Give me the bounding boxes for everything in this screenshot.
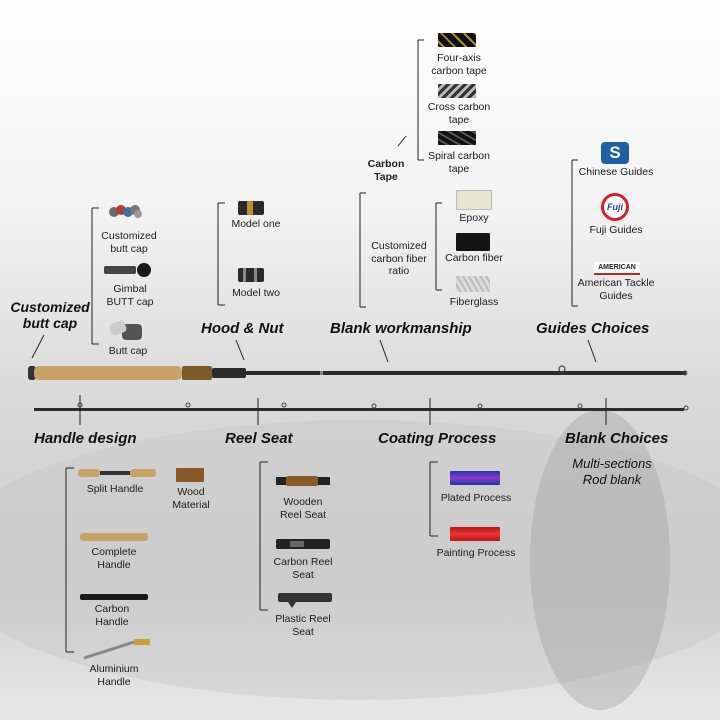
gimbal-butt-cap-icon (104, 262, 154, 278)
option-customized-butt-cap: Customized butt cap (96, 230, 162, 255)
option-spiral-tape: Spiral carbon tape (424, 150, 494, 175)
hood-model-two-icon (238, 266, 264, 284)
section-title-reel-seat: Reel Seat (225, 430, 293, 447)
option-cross-tape: Cross carbon tape (424, 101, 494, 126)
option-butt-cap: Butt cap (100, 345, 156, 358)
option-four-axis-tape: Four-axis carbon tape (424, 52, 494, 77)
option-carbon-fiber: Carbon fiber (440, 252, 508, 265)
chinese-guides-logo-icon: S (601, 142, 629, 164)
blank-choices-subtitle: Multi-sections Rod blank (560, 456, 664, 488)
carbon-reel-seat-icon (276, 536, 332, 552)
section-title-blank-workmanship: Blank workmanship (330, 320, 472, 337)
split-handle-icon (78, 466, 158, 480)
cross-tape-swatch (438, 84, 476, 98)
option-complete-handle: Complete Handle (80, 546, 148, 571)
epoxy-swatch (456, 190, 492, 210)
carbon-fiber-swatch (456, 233, 490, 251)
option-gimbal-butt-cap: Gimbal BUTT cap (100, 283, 160, 308)
option-plated-process: Plated Process (436, 492, 516, 505)
option-painting-process: Painting Process (430, 547, 522, 560)
four-axis-tape-swatch (438, 33, 476, 47)
option-fuji-guides: Fuji Guides (580, 224, 652, 237)
fiberglass-swatch (456, 276, 490, 292)
option-carbon-reel-seat: Carbon Reel Seat (272, 556, 334, 581)
hood-model-one-icon (238, 199, 264, 217)
complete-handle-icon (80, 531, 150, 543)
aluminium-handle-icon (80, 636, 154, 660)
option-chinese-guides: Chinese Guides (574, 166, 658, 179)
american-tackle-logo-icon: AMERICAN (594, 262, 640, 275)
section-title-guides-choices: Guides Choices (536, 320, 649, 337)
option-wooden-reel-seat: Wooden Reel Seat (272, 496, 334, 521)
option-split-handle: Split Handle (78, 483, 152, 496)
option-american-tackle-guides: American Tackle Guides (574, 277, 658, 302)
section-title-hood-nut: Hood & Nut (201, 320, 283, 337)
option-carbon-handle: Carbon Handle (80, 603, 144, 628)
painting-process-swatch (450, 527, 500, 541)
rod-blank-sections (34, 403, 688, 411)
option-aluminium-handle: Aluminium Handle (80, 663, 148, 688)
assembled-rod (28, 366, 687, 380)
subsection-title-fiber-ratio: Customized carbon fiber ratio (364, 240, 434, 278)
wood-material-swatch (176, 468, 204, 482)
option-epoxy: Epoxy (446, 212, 502, 225)
fuji-guides-logo-icon: Fuji (601, 193, 629, 221)
plastic-reel-seat-icon (278, 590, 334, 608)
customized-butt-cap-icon (108, 200, 144, 224)
plated-process-swatch (450, 471, 500, 485)
section-title-handle-design: Handle design (34, 430, 137, 447)
section-title-butt-cap: Customized butt cap (10, 299, 90, 331)
option-plastic-reel-seat: Plastic Reel Seat (272, 613, 334, 638)
option-model-one: Model one (224, 218, 288, 231)
carbon-handle-icon (80, 592, 150, 602)
subsection-title-carbon-tape: Carbon Tape (362, 158, 410, 183)
option-fiberglass: Fiberglass (440, 296, 508, 309)
spiral-tape-swatch (438, 131, 476, 145)
option-model-two: Model two (222, 287, 290, 300)
wooden-reel-seat-icon (276, 474, 332, 488)
label-wood-material: Wood Material (166, 486, 216, 511)
butt-cap-icon (106, 320, 146, 342)
section-title-blank-choices: Blank Choices (565, 430, 668, 447)
section-title-coating-process: Coating Process (378, 430, 496, 447)
